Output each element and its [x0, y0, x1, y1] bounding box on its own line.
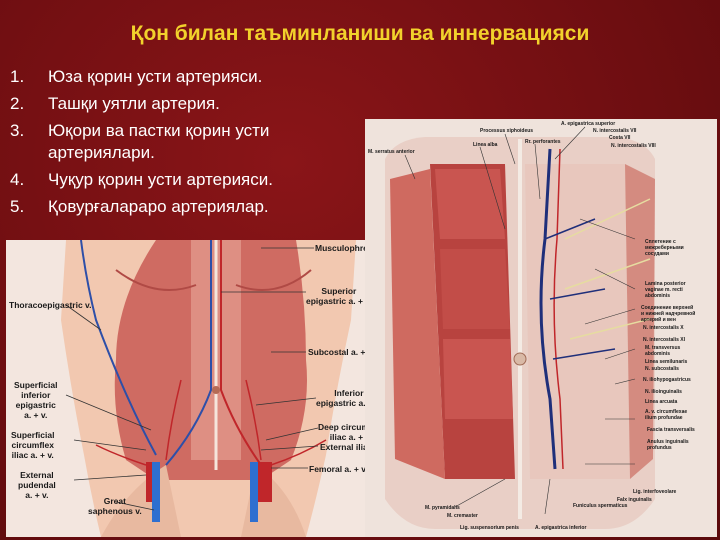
list-number: 3. — [10, 121, 25, 140]
label-n-intercostalis-x: N. intercostalis X — [643, 325, 684, 331]
list-item: 2. Ташқи уятли артерия. — [10, 93, 370, 115]
label-subcostal: Subcostal a. + v. — [308, 347, 375, 357]
label-abdominis-2: abdominis — [645, 351, 671, 357]
label-n-ilioinguinalis: N. ilioinguinalis — [645, 389, 682, 395]
list-number: 4. — [10, 170, 25, 189]
list-number: 2. — [10, 94, 25, 113]
label-n-intercostalis-viii: N. intercostalis VIII — [611, 143, 656, 149]
label-costa-vii: Costa VII — [609, 135, 631, 141]
label-musculophrenic: Musculophrenic a. + v. — [315, 243, 406, 253]
label-junction-2: и нижней надчревной — [641, 311, 696, 317]
list-item: 4. Чуқур қорин усти артерияси. — [10, 169, 370, 191]
torso-drawing — [61, 240, 356, 537]
list-text: Чуқур қорин усти артерияси. — [48, 170, 273, 189]
label-profundus: profundus — [647, 445, 672, 451]
label-external-iliac: External iliac a. + v. — [320, 442, 399, 452]
list-item: 1. Юза қорин усти артерияси. — [10, 66, 370, 88]
label-funiculus-spermaticus: Funiculus spermaticus — [573, 503, 628, 509]
list-item: 5. Қовурғалараро артериялар. — [10, 196, 370, 218]
label-femoral: Femoral a. + v. — [309, 464, 368, 474]
label-lamina-posterior: Lamina posterior — [645, 281, 686, 287]
label-abdominis: abdominis — [645, 293, 671, 299]
slide-title: Қон билан таъминланиши ва иннервацияси — [130, 22, 590, 45]
label-anulus-inguinalis: Anulus inguinalis — [647, 439, 689, 445]
label-pleksus-1: Сплетение с — [645, 239, 676, 245]
label-n-iliohypogastricus: N. iliohypogastricus — [643, 377, 691, 383]
label-n-intercostalis-xi: N. intercostalis XI — [643, 337, 685, 343]
label-pleksus-3: сосудами — [645, 251, 669, 257]
label-linea-alba: Linea alba — [473, 142, 498, 148]
label-m-transversus: M. transversus — [645, 345, 681, 351]
label-ilium-profundae: ilium profundae — [645, 415, 683, 421]
label-m-cremaster: M. cremaster — [447, 513, 478, 519]
list-text: Юқори ва пастки қорин усти артериялари. — [48, 120, 370, 164]
label-m-serratus-anterior: M. serratus anterior — [368, 149, 415, 155]
label-linea-arcuata: Linea arcuata — [645, 399, 678, 405]
label-lig-suspensorium-penis: Lig. suspensorium penis — [460, 525, 519, 531]
label-linea-semilunaris: Linea semilunaris — [645, 359, 688, 365]
label-junction-3: артерий и вен — [641, 317, 676, 323]
label-a-epigastrica-superior: A. epigastrica superior — [561, 121, 616, 127]
list-text-line: артериялари. — [48, 143, 155, 162]
label-thoracoepigastric: Thoracoepigastric v. — [9, 300, 92, 310]
label-falx-inguinalis: Falx inguinalis — [617, 497, 652, 503]
label-n-subcostalis: N. subcostalis — [645, 366, 679, 372]
artery-list: 1. Юза қорин усти артерияси. 2. Ташқи уя… — [10, 66, 370, 223]
label-pleksus-2: межреберными — [645, 245, 684, 251]
list-text: Қовурғалараро артериялар. — [48, 197, 269, 216]
label-a-v-circumflexae: A. v. circumflexae — [645, 409, 688, 415]
list-item: 3. Юқори ва пастки қорин усти артериялар… — [10, 120, 370, 164]
label-vaginae: vaginae m. recti — [645, 287, 683, 293]
label-rr-perforantes: Rr. perforantes — [525, 139, 561, 145]
label-n-intercostalis-vii: N. intercostalis VII — [593, 128, 637, 134]
list-text: Ташқи уятли артерия. — [48, 94, 220, 113]
list-number: 5. — [10, 197, 25, 216]
list-text: Юза қорин усти артерияси. — [48, 67, 263, 86]
abdominal-wall-dissection-illustration: A. epigastrica superior Processus xiphoi… — [365, 119, 717, 537]
label-junction-1: Соединение верхней — [641, 305, 694, 311]
list-number: 1. — [10, 67, 25, 86]
label-fascia-transversalis: Fascia transversalis — [647, 427, 695, 433]
label-lig-interfoveolare: Lig. interfoveolare — [633, 489, 677, 495]
label-a-epigastrica-inferior: A. epigastrica inferior — [535, 525, 587, 531]
label-processus-xiphoideus: Processus xiphoideus — [480, 128, 534, 134]
list-text-line: Юқори ва пастки қорин усти — [48, 121, 270, 140]
label-m-pyramidalis: M. pyramidalis — [425, 505, 460, 511]
dissection-drawing — [385, 126, 655, 529]
